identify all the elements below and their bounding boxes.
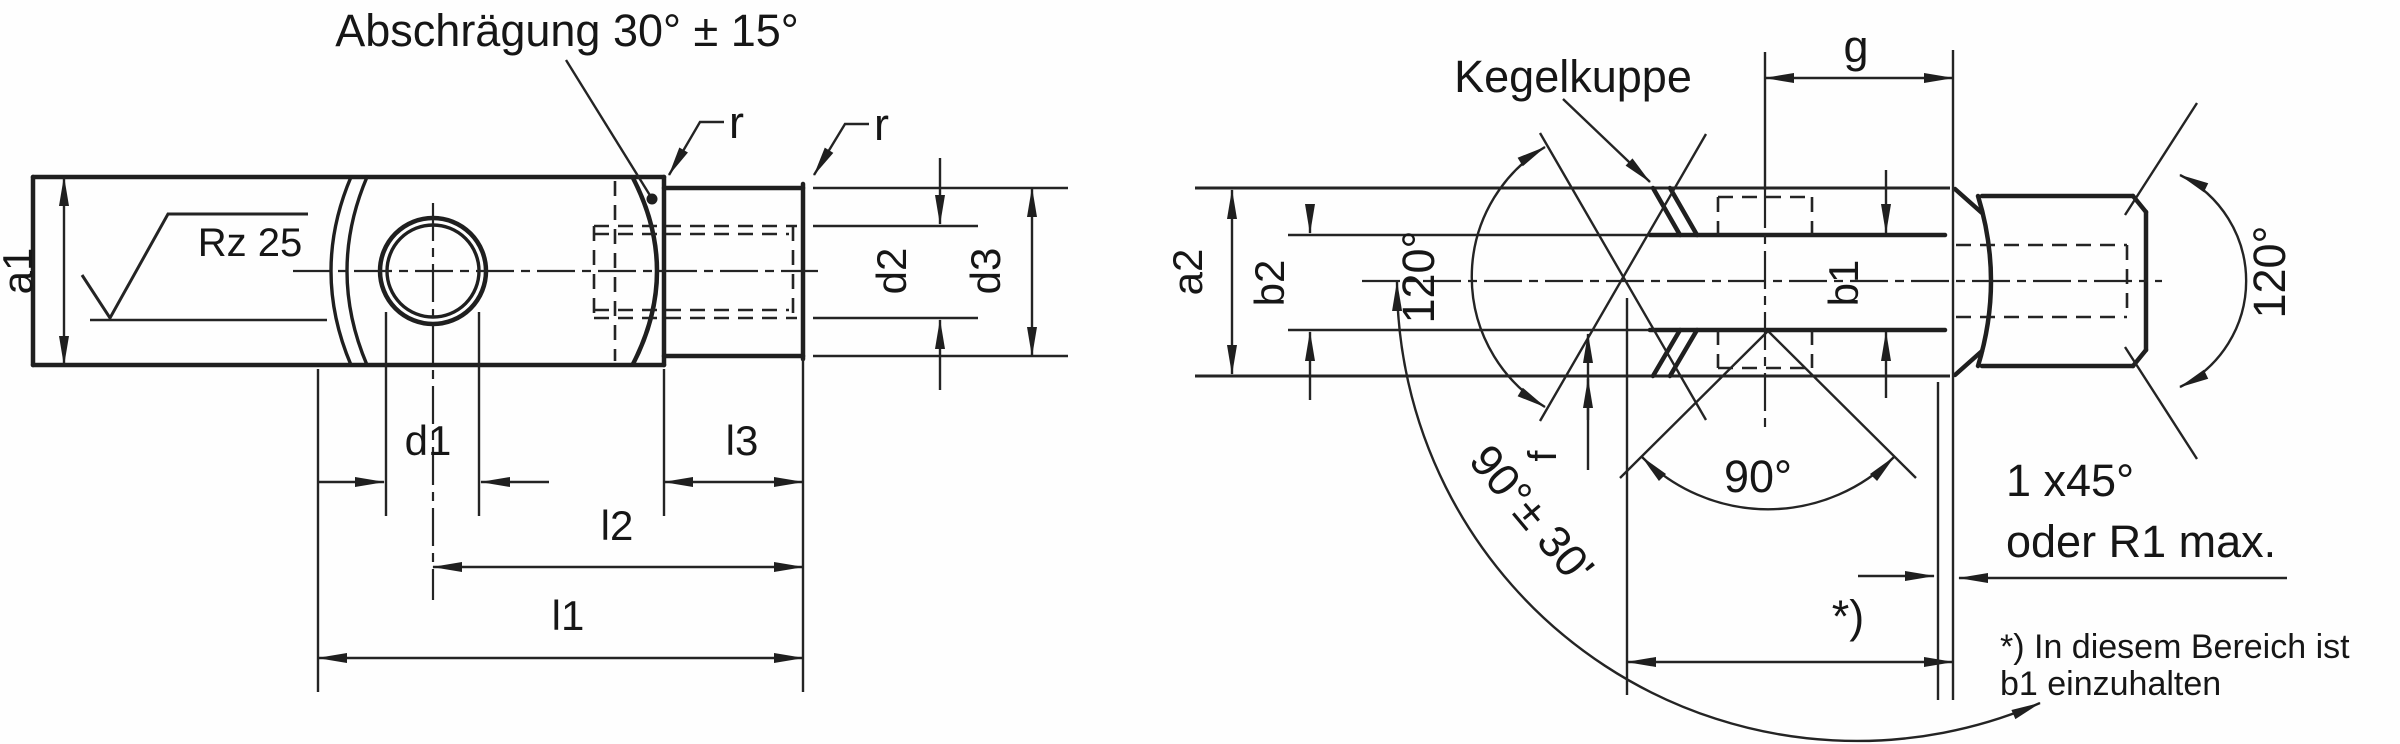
swage-arc-1 xyxy=(329,175,353,367)
dim-b1-label: b1 xyxy=(1820,260,1867,307)
angle-120-right: 120° xyxy=(2123,102,2295,460)
dim-l2-label: l2 xyxy=(601,502,634,549)
footnote-line1: *) In diesem Bereich ist xyxy=(2000,628,2350,666)
chamfer-line2-label: oder R1 max. xyxy=(2006,516,2276,567)
right-view: Kegelkuppe g a2 b2 b1 xyxy=(1164,21,2350,743)
angle-120-left-label: 120° xyxy=(1393,230,1444,323)
angle-90-label: 90° xyxy=(1724,451,1792,502)
dim-bottom-group: d1 l3 l2 l1 xyxy=(316,312,805,692)
dim-d2-label: d2 xyxy=(868,248,915,295)
cone-tip-callout: Kegelkuppe xyxy=(1454,51,1692,183)
dim-d2-d3: d2 d3 xyxy=(813,158,1068,390)
chamfer-note-label: Abschrägung 30° ± 15° xyxy=(335,5,799,56)
angle-120-right-label: 120° xyxy=(2244,225,2295,318)
right-view-outline xyxy=(1195,132,2162,422)
dim-b2-label: b2 xyxy=(1246,260,1293,307)
surface-finish-symbol: Rz 25 xyxy=(80,212,327,322)
chamfer-arc xyxy=(630,175,660,367)
footnote: *) In diesem Bereich ist b1 einzuhalten xyxy=(2000,628,2350,703)
swage-arc-2 xyxy=(345,175,369,367)
dim-a2-label: a2 xyxy=(1164,249,1211,296)
leader-dot xyxy=(646,193,658,205)
radius-callout-1: r xyxy=(667,97,744,176)
cone-label: Kegelkuppe xyxy=(1454,51,1692,102)
dim-d3-label: d3 xyxy=(962,248,1009,295)
dim-l3-label: l3 xyxy=(726,417,759,464)
dim-l1-label: l1 xyxy=(552,592,585,639)
surface-finish-label: Rz 25 xyxy=(198,221,303,265)
left-view-body-outline xyxy=(30,174,818,600)
footnote-line2: b1 einzuhalten xyxy=(2000,665,2221,703)
radius-label-2: r xyxy=(874,99,889,150)
dim-g-label: g xyxy=(1843,21,1868,72)
radius-callout-2: r xyxy=(812,99,889,176)
dim-b2: b2 xyxy=(1246,204,1315,400)
dim-region-star: *) xyxy=(1625,298,1954,695)
dim-a1: a1 xyxy=(0,176,69,366)
chamfer-line1-label: 1 x45° xyxy=(2006,455,2134,506)
dim-f-label: f xyxy=(1521,450,1565,462)
angle-120-left: 120° xyxy=(1393,145,1546,409)
chamfer-callout: Abschrägung 30° ± 15° xyxy=(335,5,799,205)
dim-a2: a2 xyxy=(1164,189,1237,375)
region-marker-label: *) xyxy=(1832,591,1865,642)
dim-a1-label: a1 xyxy=(0,248,41,295)
left-view: Rz 25 Abschrägung 30° ± 15° r r a1 xyxy=(0,5,1068,692)
radius-label-1: r xyxy=(729,97,744,148)
chamfer-45-callout: 1 x45° oder R1 max. xyxy=(1858,382,2287,700)
angle-90-30: 90°± 30' xyxy=(1392,281,2041,743)
dim-b1: b1 xyxy=(1820,170,1891,398)
dim-d1-label: d1 xyxy=(405,417,452,464)
